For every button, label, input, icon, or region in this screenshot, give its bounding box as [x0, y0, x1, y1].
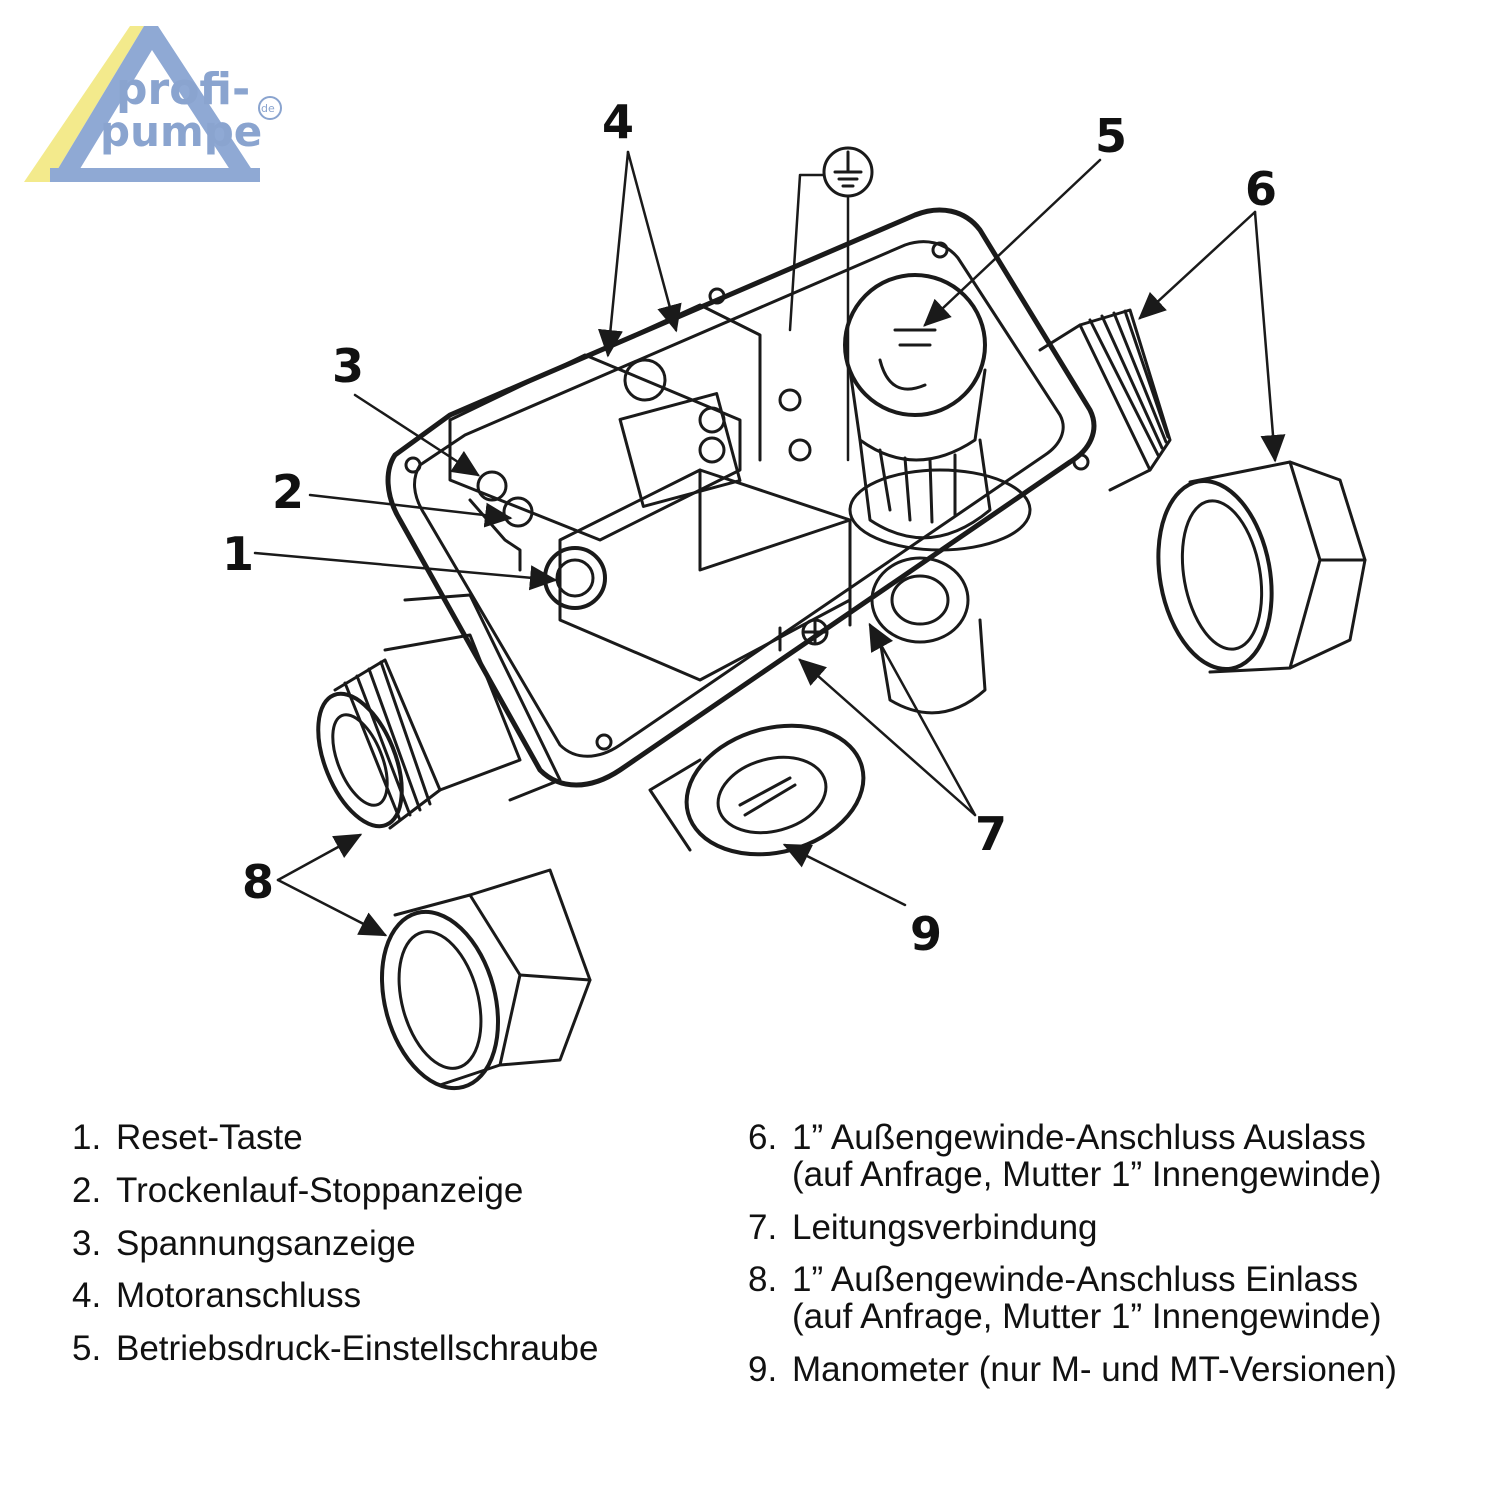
legend-item-9: 9.Manometer (nur M- und MT-Versionen)	[748, 1349, 1397, 1389]
legend-item-7: 7.Leitungsverbindung	[748, 1207, 1098, 1247]
inlet-thread	[316, 593, 562, 830]
ground-symbol	[822, 146, 874, 198]
leader-lines	[253, 150, 1286, 937]
logo-yellow-triangle	[24, 26, 144, 182]
logo-blue-base	[50, 168, 260, 182]
callout-2: 2	[272, 465, 304, 519]
legend-left: 1.Reset-Taste 2.Trockenlauf-Stoppanzeige…	[72, 1118, 599, 1384]
pressure-adjust-knob	[843, 273, 1032, 552]
legend-right: 6.1” Außengewinde-Anschluss Auslass(auf …	[748, 1118, 1397, 1405]
control-board	[448, 303, 852, 682]
outlet-thread	[1038, 308, 1172, 492]
inlet-nut	[379, 868, 592, 1091]
profi-pumpe-logo: profi- pumpe de	[24, 26, 282, 182]
legend-item-3: 3.Spannungsanzeige	[72, 1223, 416, 1263]
housing	[385, 207, 1097, 788]
logo-line2: pumpe	[100, 107, 262, 156]
legend-item-6: 6.1” Außengewinde-Anschluss Auslass(auf …	[748, 1118, 1382, 1194]
callout-3: 3	[332, 339, 364, 393]
callout-6: 6	[1245, 162, 1277, 216]
legend-item-2: 2.Trockenlauf-Stoppanzeige	[72, 1170, 524, 1210]
terminal-screws	[778, 388, 852, 652]
cable-gland	[870, 556, 987, 715]
manometer	[648, 723, 866, 857]
logo-tld-circle	[258, 96, 282, 120]
legend-item-1: 1.Reset-Taste	[72, 1118, 303, 1157]
callout-numbers: 1 2 3 4 5 6 7 8 9	[222, 95, 1277, 961]
reset-button	[543, 546, 607, 610]
logo-line1: profi-	[116, 64, 250, 115]
indicator-leds	[468, 470, 534, 572]
pressure-switch-diagram: 1 2 3 4 5 6 7 8 9	[222, 95, 1367, 1091]
outlet-nut	[1156, 460, 1367, 674]
callout-5: 5	[1095, 109, 1127, 163]
logo-tld: de	[261, 102, 275, 115]
callout-8: 8	[242, 855, 274, 909]
legend-item-8: 8.1” Außengewinde-Anschluss Einlass(auf …	[748, 1260, 1382, 1336]
callout-1: 1	[222, 527, 254, 581]
callout-7: 7	[975, 807, 1007, 861]
legend-item-4: 4.Motoranschluss	[72, 1276, 362, 1316]
callout-4: 4	[602, 95, 634, 149]
callout-9: 9	[910, 907, 942, 961]
logo-blue-roof	[50, 26, 260, 182]
legend-item-5: 5.Betriebsdruck-Einstellschraube	[72, 1329, 599, 1368]
